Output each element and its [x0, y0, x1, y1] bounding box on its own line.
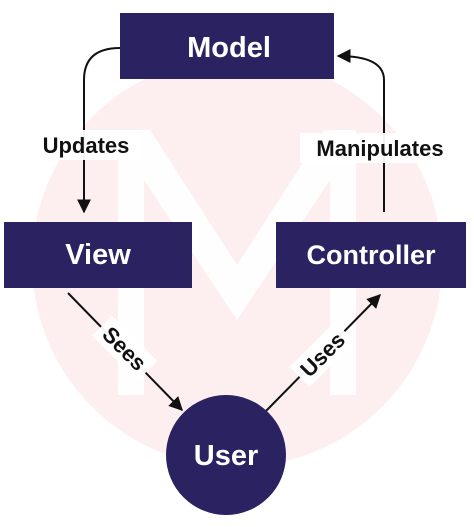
- edge-label-manipulates: Manipulates: [316, 136, 443, 161]
- node-view-label: View: [65, 239, 131, 271]
- watermark-letter-m: [118, 130, 356, 395]
- node-model-box: [120, 13, 334, 79]
- edge-label-updates: Updates: [43, 133, 130, 158]
- edge-label-backgrounds: [32, 130, 460, 163]
- arrow-controller-to-model: [336, 49, 385, 212]
- node-user: User: [166, 395, 286, 515]
- arrow-model-to-view: [77, 47, 121, 214]
- node-view-box: [4, 222, 192, 288]
- node-controller-label: Controller: [306, 240, 435, 270]
- node-model: Model: [120, 13, 334, 79]
- node-user-circle: [166, 395, 286, 515]
- node-controller-box: [276, 222, 466, 288]
- node-model-label: Model: [187, 32, 271, 64]
- node-controller: Controller: [276, 222, 466, 288]
- node-view: View: [4, 222, 192, 288]
- node-user-label: User: [194, 440, 259, 472]
